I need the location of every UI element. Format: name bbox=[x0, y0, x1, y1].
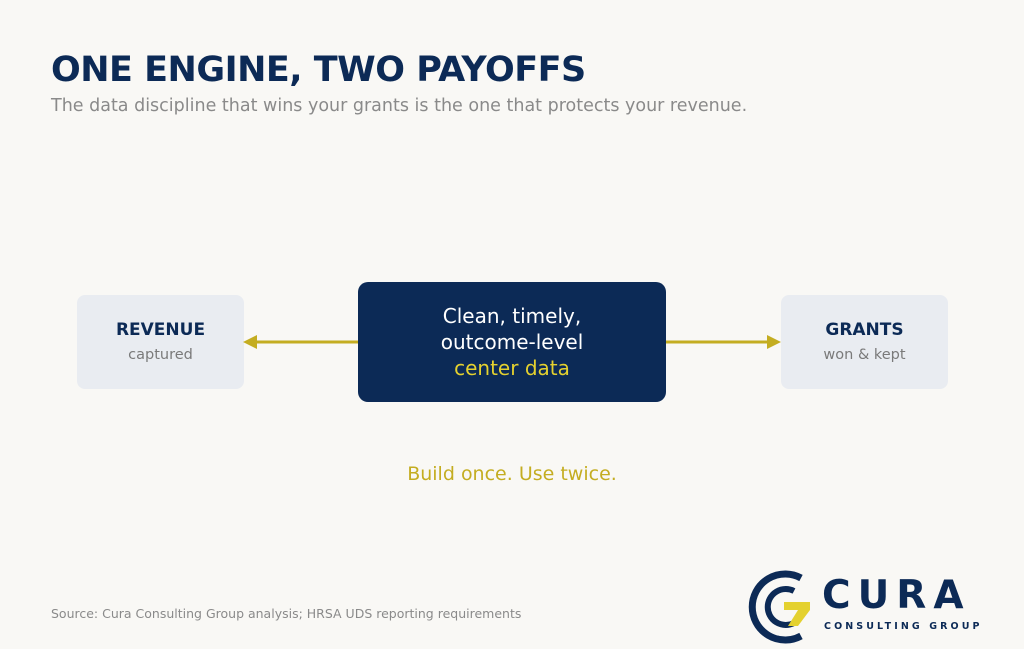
tagline: Build once. Use twice. bbox=[407, 463, 617, 485]
page-title: ONE ENGINE, TWO PAYOFFS bbox=[51, 50, 586, 90]
source-note: Source: Cura Consulting Group analysis; … bbox=[51, 606, 522, 621]
page-subtitle: The data discipline that wins your grant… bbox=[51, 96, 748, 116]
arrow-to-revenue bbox=[243, 335, 358, 349]
center-node-line-2: outcome-level bbox=[440, 330, 584, 354]
revenue-node: REVENUE captured bbox=[77, 295, 244, 389]
center-data-node: Clean, timely, outcome-level center data bbox=[358, 282, 666, 402]
cura-logo-mark-icon bbox=[748, 570, 810, 644]
arrow-to-grants bbox=[666, 335, 781, 349]
grants-node-title: GRANTS bbox=[825, 319, 904, 340]
revenue-node-title: REVENUE bbox=[115, 319, 206, 340]
logo-wordmark: CURA bbox=[822, 573, 971, 618]
revenue-node-subtitle: captured bbox=[128, 346, 193, 363]
grants-node: GRANTS won & kept bbox=[781, 295, 948, 389]
center-node-line-1: Clean, timely, bbox=[442, 304, 582, 328]
center-node-line-3: center data bbox=[454, 356, 570, 380]
grants-node-subtitle: won & kept bbox=[823, 346, 906, 363]
logo-tagline: CONSULTING GROUP bbox=[824, 621, 983, 632]
cura-logo: CURA CONSULTING GROUP bbox=[748, 568, 998, 646]
